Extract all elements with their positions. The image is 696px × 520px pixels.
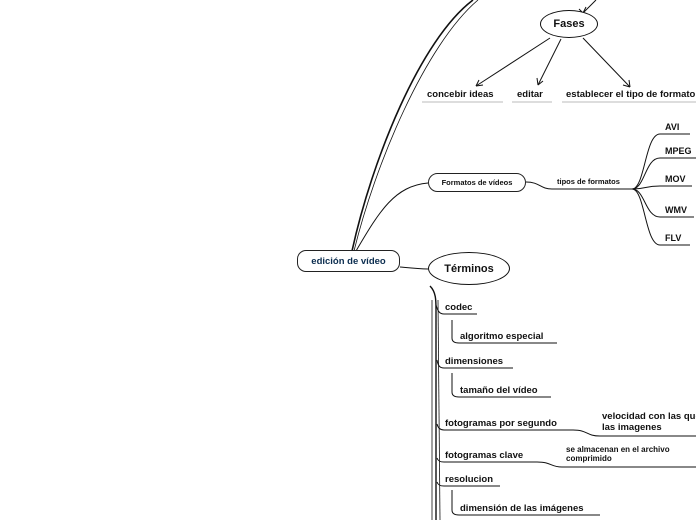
root-to-top-connector-thin [353,0,479,252]
format-mov[interactable]: MOV [665,174,686,184]
formatos-node[interactable]: Formatos de vídeos [428,173,526,192]
root-to-formatos-connector [355,182,429,252]
fases-node-label: Fases [553,18,585,30]
fases-child-concebir[interactable]: concebir ideas [427,89,494,100]
fases-to-concebir-arrow [475,37,551,87]
fases-child-establecer[interactable]: establecer el tipo de formato [566,89,696,100]
format-mpeg[interactable]: MPEG [665,146,692,156]
termino-codec-child[interactable]: algoritmo especial [460,331,544,342]
termino-codec[interactable]: codec [445,302,473,313]
termino-dimensiones-child[interactable]: tamaño del vídeo [460,385,538,396]
termino-fotogramas-segundo[interactable]: fotogramas por segundo [445,418,557,429]
formatos-node-label: Formatos de vídeos [441,178,513,187]
termino-dimensiones[interactable]: dimensiones [445,356,504,367]
terminos-node[interactable]: Términos [428,252,510,285]
termino-fotogramas-segundo-note[interactable]: velocidad con las que las imagenes [602,411,696,433]
fases-child-editar[interactable]: editar [517,89,543,100]
termino-fotogramas-clave-note[interactable]: se almacenan en el archivo comprimido [566,445,670,464]
format-flv[interactable]: FLV [665,233,682,243]
termino-fotogramas-clave[interactable]: fotogramas clave [445,450,524,461]
format-avi[interactable]: AVI [665,122,680,132]
root-node-label: edición de vídeo [311,255,386,267]
fases-node[interactable]: Fases [540,10,598,38]
format-wmv[interactable]: WMV [665,205,687,215]
tipos-formatos-label[interactable]: tipos de formatos [557,177,620,186]
termino-resolucion[interactable]: resolucion [445,474,494,485]
note-line-1: se almacenan en el archivo [566,445,670,454]
note-line-1: velocidad con las que [602,411,696,422]
fases-to-establecer-arrow [582,37,631,88]
note-line-2: las imagenes [602,421,662,433]
terminos-node-label: Términos [444,262,494,275]
root-node[interactable]: edición de vídeo [297,250,400,272]
note-line-2: comprimido [566,453,612,463]
termino-resolucion-child[interactable]: dimensión de las imágenes [460,503,584,514]
fases-to-editar-arrow [537,38,562,86]
root-to-top-connector [351,0,474,252]
fases-incoming-arrow [582,0,597,14]
